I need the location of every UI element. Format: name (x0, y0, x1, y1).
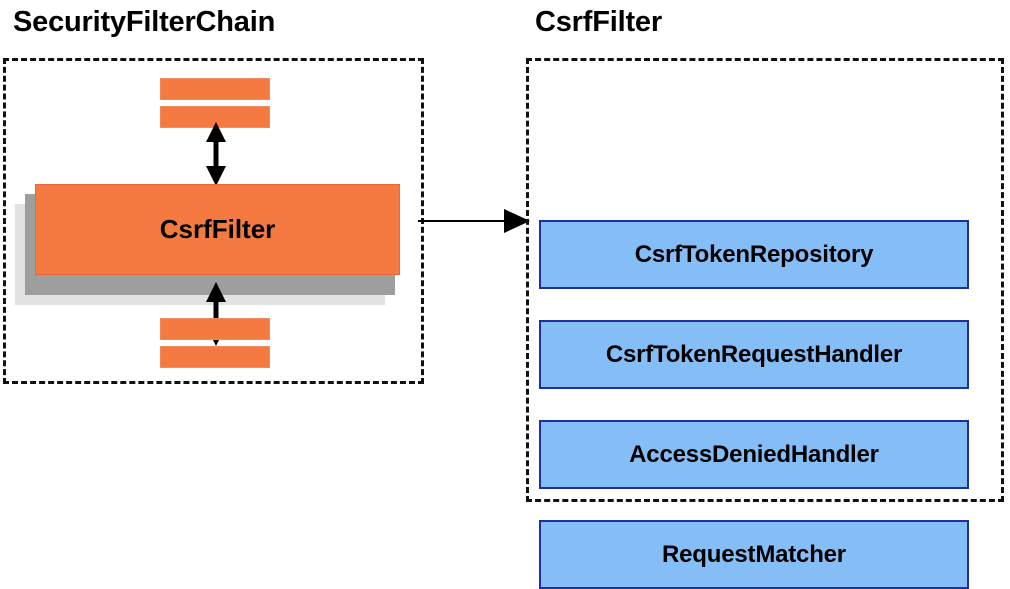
box-label: AccessDeniedHandler (629, 440, 879, 468)
box-shadow-light (539, 90, 967, 155)
box-shadow-light (539, 190, 967, 255)
box-request-matcher: RequestMatcher (539, 390, 987, 589)
box-csrf-token-request-handler: CsrfTokenRequestHandler (539, 190, 987, 389)
box-face: RequestMatcher (539, 520, 969, 589)
diagram-canvas: SecurityFilterChain CsrfFilter CsrfFilte… (3, 6, 1004, 589)
box-label: CsrfTokenRepository (634, 240, 874, 268)
page-title-security-filter-chain: SecurityFilterChain (13, 6, 276, 38)
page-title-csrf-filter: CsrfFilter (535, 6, 662, 38)
box-label: CsrfTokenRequestHandler (605, 340, 903, 368)
box-csrf-filter: CsrfFilter (15, 184, 400, 305)
box-shadow-dark (539, 455, 967, 520)
filter-bar-bottom-1 (160, 318, 270, 340)
box-face: AccessDeniedHandler (539, 420, 969, 489)
box-csrf-filter-label: CsrfFilter (159, 214, 276, 244)
box-access-denied-handler: AccessDeniedHandler (539, 290, 987, 489)
arrow-connector-icon (418, 208, 530, 234)
box-shadow-light (539, 290, 967, 355)
filter-bar-top-1 (160, 78, 270, 100)
filter-bar-bottom-2 (160, 346, 270, 368)
arrow-up-double-headed-icon (205, 122, 227, 186)
box-face: CsrfTokenRequestHandler (539, 320, 969, 389)
box-csrf-filter-face: CsrfFilter (35, 184, 400, 275)
box-csrf-token-repository: CsrfTokenRepository (539, 90, 987, 289)
box-shadow-light (539, 390, 967, 455)
box-face: CsrfTokenRepository (539, 220, 969, 289)
panel-csrf-filter (526, 58, 1004, 502)
box-label: RequestMatcher (662, 540, 846, 568)
